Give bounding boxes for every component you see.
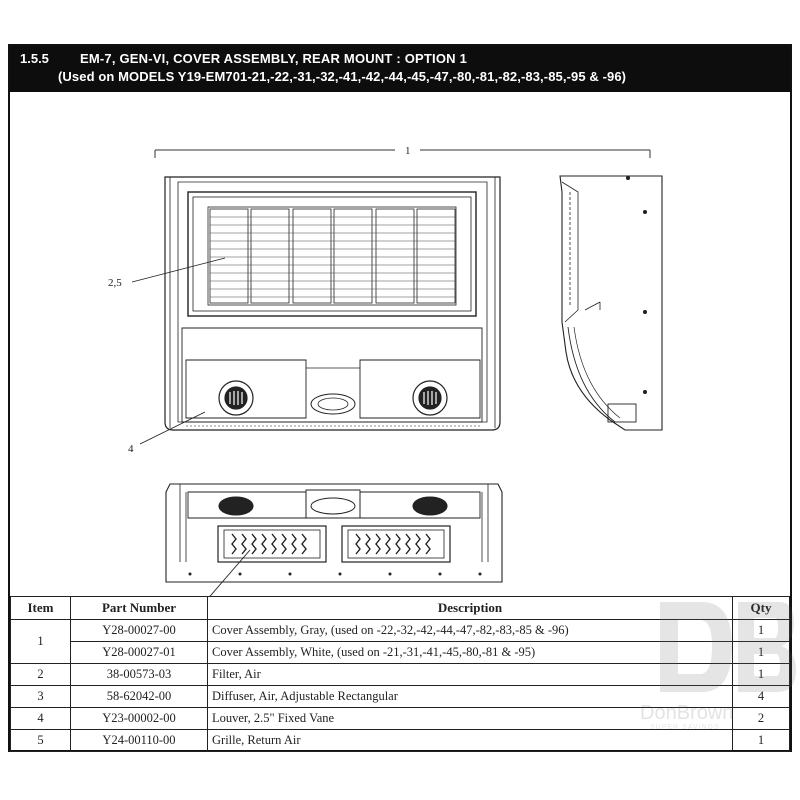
part-number-cell: 58-62042-00 [70,685,208,708]
qty-cell: 2 [732,707,790,730]
column-part-number: Part Number [70,596,208,620]
bottom-view [165,483,503,583]
column-description: Description [207,596,733,620]
louver-left [218,380,254,416]
table-header-row: Item Part Number Description Qty [10,596,790,620]
front-view [164,176,501,431]
return-air-grille [209,208,456,304]
parts-sheet: 1.5.5 EM-7, GEN-VI, COVER ASSEMBLY, REAR… [8,44,792,752]
qty-cell: 1 [732,663,790,686]
table-row: 5 Y24-00110-00 Grille, Return Air 1 [10,729,790,752]
callout-4: 4 [128,443,134,455]
qty-cell: 4 [732,685,790,708]
part-number-cell: Y23-00002-00 [70,707,208,730]
section-subtitle: (Used on MODELS Y19-EM701-21,-22,-31,-32… [58,69,627,84]
diffuser-left [217,525,327,563]
item-cell: 2 [10,663,71,686]
part-number-cell: 38-00573-03 [70,663,208,686]
description-cell: Grille, Return Air [207,729,733,752]
table-row: 1 Y28-00027-00 Cover Assembly, Gray, (us… [10,619,790,664]
qty-cell: 1 [732,619,790,642]
qty-cell: 1 [732,729,790,752]
description-cell: Cover Assembly, Gray, (used on -22,-32,-… [207,619,733,642]
section-title: EM-7, GEN-VI, COVER ASSEMBLY, REAR MOUNT… [80,51,468,66]
table-row: 3 58-62042-00 Diffuser, Air, Adjustable … [10,685,790,708]
part-number-cell: Y24-00110-00 [70,729,208,752]
part-number-cell: Y28-00027-00 [70,619,208,642]
description-cell: Louver, 2.5" Fixed Vane [207,707,733,730]
item-cell: 5 [10,729,71,752]
description-cell: Cover Assembly, White, (used on -21,-31,… [207,641,733,664]
section-header: 1.5.5 EM-7, GEN-VI, COVER ASSEMBLY, REAR… [10,46,790,92]
parts-table: Item Part Number Description Qty 1 Y28-0… [10,596,790,752]
description-cell: Diffuser, Air, Adjustable Rectangular [207,685,733,708]
table-row: Y28-00027-01 Cover Assembly, White, (use… [11,641,790,664]
section-number: 1.5.5 [20,51,49,66]
diffuser-right [341,525,451,563]
table-row: 2 38-00573-03 Filter, Air 1 [10,663,790,686]
part-number-cell: Y28-00027-01 [70,641,208,664]
louver-right [412,380,448,416]
qty-cell: 1 [732,641,790,664]
column-item: Item [10,596,71,620]
callout-2-5: 2,5 [108,277,122,289]
table-row: 4 Y23-00002-00 Louver, 2.5" Fixed Vane 2 [10,707,790,730]
item-cell: 3 [10,685,71,708]
item-cell: 1 [10,619,71,664]
description-cell: Filter, Air [207,663,733,686]
dimension-line [154,149,651,158]
callout-1: 1 [405,145,411,157]
column-qty: Qty [732,596,790,620]
item-cell: 4 [10,707,71,730]
assembly-drawing: 1 [108,145,663,596]
side-view [559,175,663,431]
